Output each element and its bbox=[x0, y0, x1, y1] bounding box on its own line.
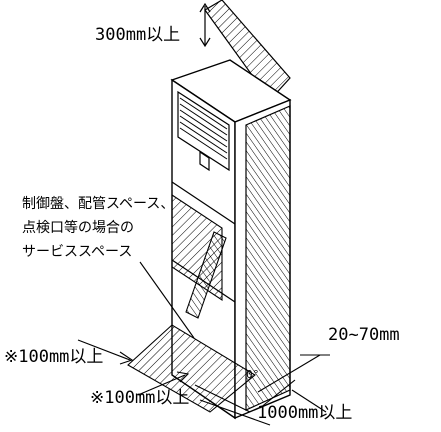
note-line-3: サービススペース bbox=[22, 244, 132, 260]
side-gap-label: 20~70mm bbox=[328, 325, 400, 345]
leader-lines bbox=[77, 261, 330, 426]
left-clearance-label: ※100mm以上 bbox=[4, 347, 103, 367]
note-line-1: 制御盤、配管スペース、 bbox=[22, 196, 174, 212]
svg-text:0°: 0° bbox=[246, 368, 259, 381]
floor-clearance-hatch bbox=[127, 324, 256, 413]
note-line-2: 点検口等の場合の bbox=[22, 219, 134, 236]
side-clearance-hatch bbox=[245, 105, 291, 411]
front-diagonal-hatch bbox=[185, 231, 227, 319]
top-clearance-label: 300mm以上 bbox=[95, 25, 180, 45]
labels: 300mm以上 20~70mm ※100mm以上 ※100mm以上 1000mm… bbox=[4, 25, 400, 423]
front-clearance-label: 1000mm以上 bbox=[257, 403, 352, 423]
top-clearance-arrow bbox=[199, 2, 211, 48]
louver-grille bbox=[177, 90, 230, 172]
front-left-clearance-label: ※100mm以上 bbox=[90, 388, 189, 408]
top-clearance-plate bbox=[204, 0, 291, 101]
control-panel-icon bbox=[199, 150, 210, 172]
angle-marker: 0° bbox=[246, 368, 259, 381]
